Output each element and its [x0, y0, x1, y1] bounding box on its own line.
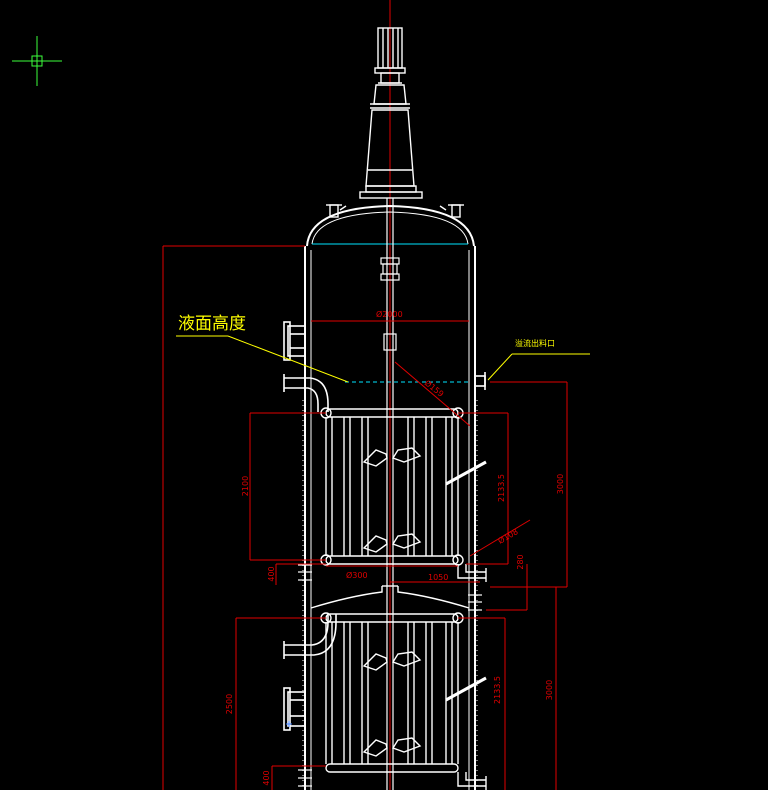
- agitator-shaft: [380, 198, 400, 790]
- dim-height-coil-lower: 2500: [225, 694, 234, 714]
- dim-height-coil-inner-upper: 2133.5: [497, 474, 506, 502]
- label-liquid-level: 液面高度: [178, 314, 246, 334]
- dim-offset-280: 280: [516, 554, 525, 569]
- dim-height-section-upper: 3000: [556, 474, 565, 494]
- dim-height-coil-inner-lower: 2133.5: [493, 676, 502, 704]
- dim-offset-400-upper: 400: [267, 566, 276, 581]
- dim-diameter-top: Ø2000: [376, 309, 403, 319]
- coil-section-upper: [320, 407, 487, 582]
- wall-supports: [298, 564, 482, 787]
- dim-height-section-lower: 3000: [545, 680, 554, 700]
- overflow-nozzle: [474, 372, 486, 390]
- leader-lines: [176, 335, 590, 383]
- coil-section-lower: [320, 612, 487, 790]
- nozzle-marker-icon: [286, 721, 292, 727]
- liquid-level-lines: [312, 243, 470, 383]
- dimension-lines: [162, 245, 568, 790]
- left-nozzles: [283, 321, 337, 731]
- dim-offset-400-lower: 400: [262, 770, 271, 785]
- motor-drive: [359, 27, 423, 199]
- dim-offset-1050: 1050: [428, 573, 448, 582]
- dim-diameter-bottom-pipe: Ø300: [346, 570, 368, 580]
- label-overflow-outlet: 溢流出料口: [515, 338, 555, 348]
- wall-jacket-dots: [302, 400, 478, 790]
- top-nozzles: [326, 204, 464, 218]
- section-baffle: [310, 585, 470, 609]
- dim-height-coil-upper: 2100: [241, 476, 250, 496]
- vessel-shell: [304, 204, 476, 790]
- dimension-texts: Ø2000 Ø159 Ø108 Ø300 1050 2100 2133.5 30…: [225, 309, 565, 786]
- crosshair-cursor-icon: [12, 36, 62, 86]
